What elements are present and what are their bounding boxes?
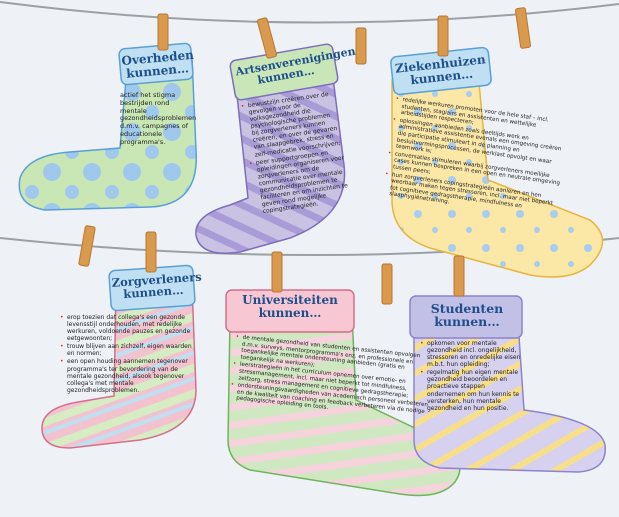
clothespin-icon (78, 7, 531, 305)
title-line-1: Studenten (430, 301, 504, 316)
bullet-item: erop toezien dat collega's een gezonde l… (60, 314, 192, 342)
sock-zorgverleners-body: erop toezien dat collega's een gezonde l… (60, 314, 192, 395)
sock-title: Zorgverleners kunnen… (111, 270, 202, 302)
bullet-item: trouw blijven aan zichzelf, eigen waarde… (60, 343, 192, 357)
sock-universiteiten-card: Universiteiten kunnen… (228, 294, 352, 319)
sock-studenten-body: opkomen voor mentale gezondheid incl. on… (420, 340, 524, 413)
bullet-item: een open houding aannemen tegenover prog… (60, 358, 192, 393)
title-line-2: kunnen… (258, 305, 322, 320)
sock-studenten-card: Studenten kunnen… (412, 302, 522, 328)
sock-overheden (18, 42, 198, 211)
body-text: actief het stigma bestrijden rond mental… (120, 91, 197, 146)
sock-zorgverleners-card: Zorgverleners kunnen… (111, 270, 202, 302)
title-line-1: Universiteiten (242, 293, 338, 307)
title-line-2: kunnen… (434, 314, 500, 330)
sock-overheden-body: actief het stigma bestrijden rond mental… (120, 91, 197, 147)
clothesline-top (0, 1, 619, 24)
sock-title: Studenten kunnen… (412, 302, 522, 328)
sock-title: Universiteiten kunnen… (228, 294, 352, 319)
bullet-item: peer supportgroepen en opleidingen organ… (248, 147, 351, 216)
sock-artsenverenigingen-body: bewustzijn creëren over de gevolgen voor… (240, 90, 351, 217)
bullet-item: opkomen voor mentale gezondheid incl. on… (420, 340, 524, 368)
bullet-item: regelmatig hun eigen mentale gezondheid … (420, 369, 524, 411)
